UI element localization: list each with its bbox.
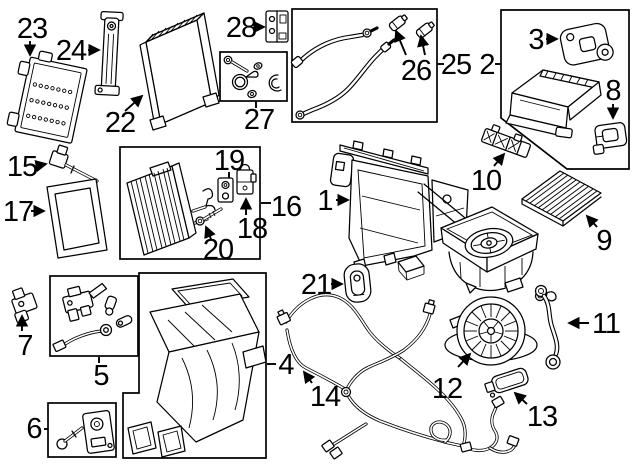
callout-9-arrow [585,214,599,228]
callout-26-arrow-a [394,29,407,56]
door-actuator-kit-drawing [56,410,115,454]
drain-hose-drawing [534,284,561,370]
callout-11-label[interactable]: 11 [592,308,621,340]
callout-12-label[interactable]: 12 [432,373,463,405]
callout-13-arrow [513,391,528,405]
callout-16-label[interactable]: 16 [271,191,302,223]
callout-10-arrow [492,152,506,167]
callout-27-label[interactable]: 27 [244,104,275,136]
callout-18-label[interactable]: 18 [237,213,268,245]
callout-9-label[interactable]: 9 [596,225,612,257]
small-parts-kit-drawing [223,55,282,99]
ac-pipes-drawing [290,14,435,120]
callout-23-label[interactable]: 23 [17,13,48,45]
callout-14-label[interactable]: 14 [310,381,342,413]
callout-12-arrow [457,352,472,368]
wiring-harness-drawing [276,293,520,460]
service-cap-b [415,21,435,39]
group-boxes [47,8,630,459]
temperature-sensor-drawing [48,144,99,183]
blower-motor-drawing [444,296,538,366]
callout-13-label[interactable]: 13 [527,401,558,433]
callout-4-label[interactable]: 4 [278,349,295,381]
callout-25-label[interactable]: 25 [441,49,472,81]
heater-valve-drawing [265,10,289,43]
heater-distributor-case-drawing [127,278,267,458]
callout-22-arrow [124,94,144,112]
callout-8-label[interactable]: 8 [605,75,621,107]
harness-connectors [276,299,520,460]
evaporator-core-drawing [139,12,220,131]
callout-20-label[interactable]: 20 [203,234,234,266]
mounting-bolt-drawing [195,207,223,226]
callout-19-label[interactable]: 19 [214,145,245,177]
callout-14-arrow [302,370,316,385]
hvac-housing-assembly-drawing [329,140,557,302]
evaporator-kit-drawing [126,161,257,256]
callout-10-label[interactable]: 10 [471,165,502,197]
callout-labels: 23 24 22 28 27 26 25 2 3 8 15 17 19 16 1… [3,12,622,445]
filter-frame-seal-drawing [46,178,108,259]
intake-seal-drawing [559,22,614,66]
mounting-bracket-drawing [11,287,38,324]
core-mounting-strip-drawing [94,10,124,97]
seal-washer-plate-drawing [217,177,234,203]
service-cap-a [388,14,408,32]
callout-1-label[interactable]: 1 [317,185,333,217]
expansion-valve-drawing [236,163,257,195]
cabin-air-filter-drawing [521,170,602,227]
callout-15-arrow [34,160,48,173]
air-intake-housing-drawing [505,69,602,139]
callout-5-label[interactable]: 5 [93,360,109,392]
callout-20-arrow [204,225,216,240]
callout-15-label[interactable]: 15 [7,151,38,183]
kit-27-box [219,51,288,102]
support-bracket-drawing [592,122,628,155]
pipes-25-box [291,8,438,123]
actuator-6-box [47,402,117,458]
callout-24-label[interactable]: 24 [56,35,88,67]
heater-case-4-box [122,272,267,459]
grommet-seal-drawing [343,263,372,303]
callout-22-label[interactable]: 22 [105,107,136,139]
callout-26-arrow-b [417,34,430,56]
intake-2-box [500,9,630,170]
blower-resistor-drawing [484,367,529,398]
heater-core-drawing [6,50,88,144]
filter-retainer-drawing [480,124,532,158]
retaining-clip [202,188,216,211]
callout-17-label[interactable]: 17 [3,196,34,228]
callout-26-label[interactable]: 26 [401,55,432,87]
evaporator-16-box [119,146,261,260]
callout-2-label[interactable]: 2 [479,49,495,81]
callout-pointers [15,20,620,430]
callout-7-label[interactable]: 7 [17,330,33,362]
door-lever-kit-drawing [52,282,133,353]
callout-28-label[interactable]: 28 [226,12,257,44]
callout-3-label[interactable]: 3 [528,24,544,56]
callout-21-label[interactable]: 21 [301,269,332,301]
callout-6-label[interactable]: 6 [26,413,42,445]
levers-5-box [49,275,139,357]
